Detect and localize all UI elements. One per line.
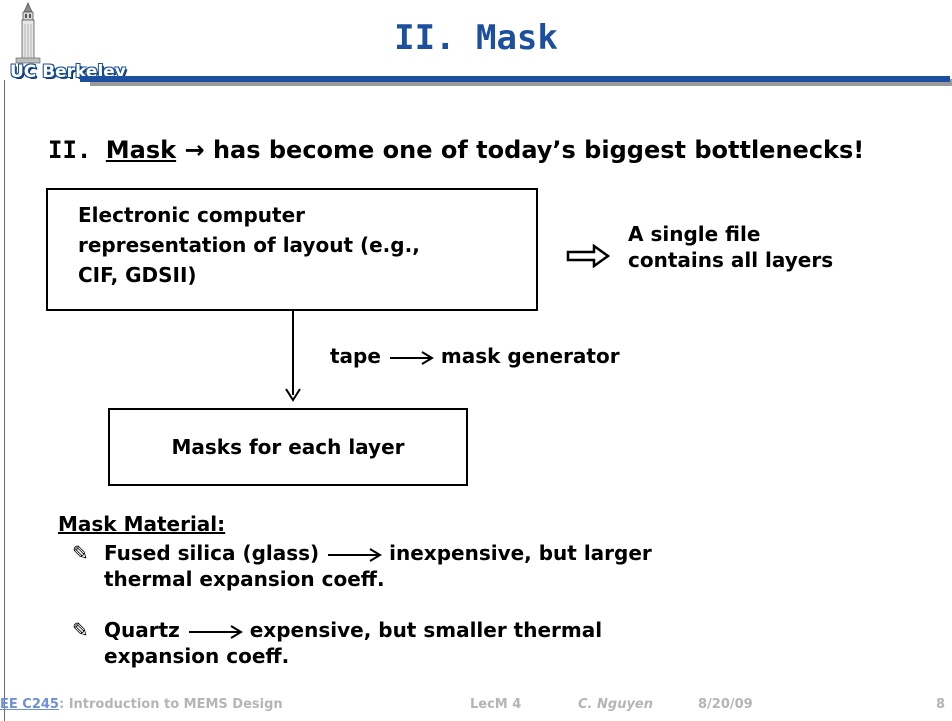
slide-frame-left: [4, 80, 5, 721]
footer-course: EE C245: Introduction to MEMS Design: [0, 697, 283, 712]
mask-generator-label: mask generator: [440, 344, 620, 368]
box1-line-1: Electronic computer: [78, 203, 305, 227]
bullet-2-icon: ✎: [72, 618, 89, 642]
bullet-2-text: Quartz expensive, but smaller thermal ex…: [104, 617, 844, 669]
quartz-line2: expansion coeff.: [104, 644, 290, 668]
footer-lecture: LecM 4: [470, 697, 522, 712]
heading-line: II. Mask → has become one of today’s big…: [48, 136, 864, 164]
arrow-down-icon: [285, 388, 301, 402]
note-line-2: contains all layers: [628, 248, 834, 272]
course-link[interactable]: EE C245: [0, 697, 59, 712]
long-right-arrow-icon: [389, 350, 434, 365]
slide-title: II. Mask: [394, 18, 558, 58]
campanile-icon: [15, 2, 41, 64]
footer-page-number: 8: [936, 697, 946, 712]
long-right-arrow-icon: [328, 547, 383, 562]
note-line-1: A single file: [628, 222, 761, 246]
footer-author: C. Nguyen: [578, 697, 653, 712]
flow-down-line: [292, 311, 294, 395]
long-right-arrow-icon: [188, 624, 243, 639]
fused-silica-label: Fused silica (glass): [104, 541, 320, 565]
course-title: : Introduction to MEMS Design: [58, 697, 283, 712]
heading-underlined: Mask: [105, 136, 177, 164]
box1-line-2: representation of layout (e.g.,: [78, 233, 420, 257]
hollow-right-arrow-icon: [566, 244, 610, 268]
masks-box-text: Masks for each layer: [171, 435, 405, 459]
heading-rest: has become one of today’s biggest bottle…: [204, 136, 865, 164]
heading-arrow: →: [184, 136, 205, 164]
fused-silica-line2: thermal expansion coeff.: [104, 567, 385, 591]
title-bar-shadow: [90, 79, 952, 86]
masks-box: [108, 408, 468, 486]
mask-material-heading: Mask Material:: [58, 512, 226, 536]
title-bar: [80, 76, 950, 82]
tape-mask-generator: tape mask generator: [330, 344, 620, 368]
fused-silica-desc: inexpensive, but larger: [382, 541, 652, 565]
box1-line-3: CIF, GDSII): [78, 263, 197, 287]
bullet-1-icon: ✎: [72, 541, 89, 565]
quartz-desc: expensive, but smaller thermal: [242, 618, 603, 642]
single-file-note: A single file contains all layers: [628, 221, 833, 273]
layout-representation-text: Electronic computer representation of la…: [78, 200, 528, 290]
layout-representation-box: [46, 188, 538, 311]
footer-date: 8/20/09: [698, 697, 753, 712]
tape-label: tape: [330, 344, 381, 368]
heading-prefix: II.: [48, 136, 106, 164]
quartz-label: Quartz: [104, 618, 180, 642]
bullet-1-text: Fused silica (glass) inexpensive, but la…: [104, 540, 844, 592]
